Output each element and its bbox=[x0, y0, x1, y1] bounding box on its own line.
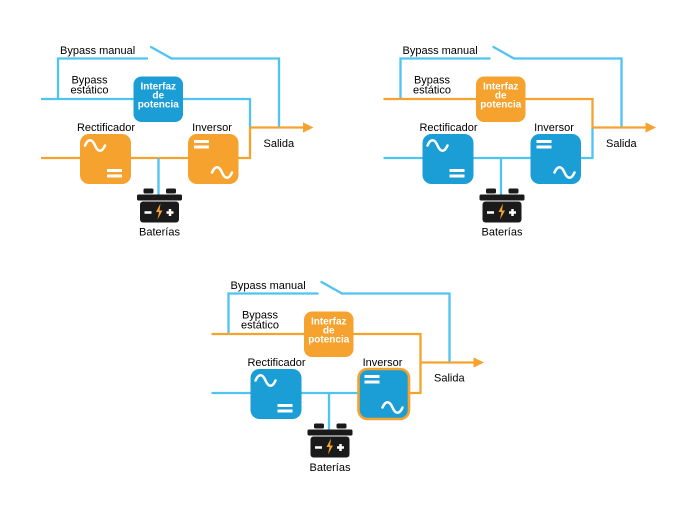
equals-icon bbox=[449, 169, 465, 178]
power-interface-label: Interfaz bbox=[311, 317, 347, 328]
power-interface-box bbox=[133, 76, 183, 122]
bypass-estatico-label: estático bbox=[71, 85, 109, 97]
bypass-manual-label: Bypass manual bbox=[60, 45, 135, 57]
ups-diagram-3: Interfaz de potencia Bypass manual Bypas… bbox=[211, 280, 484, 474]
inverter-label: Inversor bbox=[192, 122, 232, 134]
rectifier-label: Rectificador bbox=[247, 357, 305, 369]
power-interface-box bbox=[304, 311, 354, 357]
bypass-manual-label: Bypass manual bbox=[231, 280, 306, 292]
bypass-estatico-line bbox=[383, 97, 594, 128]
equals-icon bbox=[536, 140, 552, 149]
bypass-estatico-label: Bypass bbox=[242, 310, 279, 322]
bypass-manual-label: Bypass manual bbox=[403, 45, 478, 57]
bypass-estatico-label: Bypass bbox=[71, 75, 108, 87]
battery-terminal bbox=[336, 423, 347, 429]
bypass-manual-line bbox=[56, 57, 281, 128]
salida-label: Salida bbox=[606, 138, 637, 150]
sine-icon bbox=[426, 139, 449, 152]
ups-diagram-1: Interfaz de potencia Bypass manual Bypas… bbox=[41, 45, 314, 239]
battery-terminal bbox=[314, 423, 324, 429]
bypass-estatico-line bbox=[41, 97, 252, 128]
battery-cap bbox=[479, 194, 525, 201]
power-interface-label: Interfaz bbox=[140, 82, 176, 93]
battery-icon bbox=[479, 188, 525, 223]
power-interface-label: de bbox=[323, 326, 335, 337]
inverter-label: Inversor bbox=[363, 357, 403, 369]
battery-terminal bbox=[166, 188, 176, 194]
battery-bolt-icon bbox=[498, 203, 505, 220]
battery-icon bbox=[307, 423, 353, 458]
power-interface-box bbox=[476, 76, 526, 122]
rectifier-label: Rectificador bbox=[419, 122, 477, 134]
power-interface-label: potencia bbox=[480, 100, 522, 111]
power-interface-label: Interfaz bbox=[483, 82, 519, 93]
power-interface-label: de bbox=[152, 91, 164, 102]
baterias-label: Baterías bbox=[482, 227, 523, 239]
battery-terminal bbox=[486, 188, 496, 194]
sine-icon bbox=[210, 166, 234, 179]
equals-icon bbox=[107, 169, 122, 178]
power-interface-label: potencia bbox=[308, 335, 350, 346]
equals-icon bbox=[194, 140, 209, 149]
switch-icon bbox=[149, 45, 173, 60]
rectifier-label: Rectificador bbox=[77, 122, 135, 134]
inverter-label: Inversor bbox=[534, 122, 574, 134]
battery-bolt-icon bbox=[156, 203, 163, 220]
battery-terminal bbox=[508, 188, 519, 194]
equals-icon bbox=[364, 375, 380, 384]
battery-plus-icon bbox=[337, 444, 344, 451]
baterias-label: Baterías bbox=[139, 227, 180, 239]
ups-diagram-2: Interfaz de potencia Bypass manual Bypas… bbox=[383, 45, 656, 239]
baterias-label: Baterías bbox=[310, 462, 351, 474]
battery-cap bbox=[137, 194, 182, 201]
sine-icon bbox=[83, 139, 107, 152]
power-interface-label: de bbox=[495, 91, 507, 102]
arrowhead-icon bbox=[303, 122, 314, 133]
bypass-manual-line bbox=[399, 57, 623, 128]
bypass-estatico-label: Bypass bbox=[414, 75, 451, 87]
battery-cap bbox=[307, 429, 353, 436]
arrowhead-icon bbox=[473, 357, 484, 368]
power-interface-label: potencia bbox=[138, 100, 180, 111]
salida-label: Salida bbox=[434, 373, 465, 385]
bypass-manual-line bbox=[227, 292, 451, 363]
sine-icon bbox=[381, 401, 404, 414]
bypass-estatico-label: estático bbox=[241, 320, 279, 332]
salida-label: Salida bbox=[264, 138, 295, 150]
bypass-estatico-label: estático bbox=[413, 85, 451, 97]
switch-icon bbox=[320, 280, 344, 295]
switch-icon bbox=[492, 45, 516, 60]
sine-icon bbox=[254, 374, 277, 387]
arrowhead-icon bbox=[645, 122, 656, 133]
battery-bolt-icon bbox=[326, 438, 333, 455]
battery-icon bbox=[137, 188, 182, 223]
battery-plus-icon bbox=[509, 209, 516, 216]
battery-terminal bbox=[143, 188, 154, 194]
battery-plus-icon bbox=[166, 209, 174, 216]
equals-icon bbox=[277, 404, 293, 413]
sine-icon bbox=[553, 166, 576, 179]
